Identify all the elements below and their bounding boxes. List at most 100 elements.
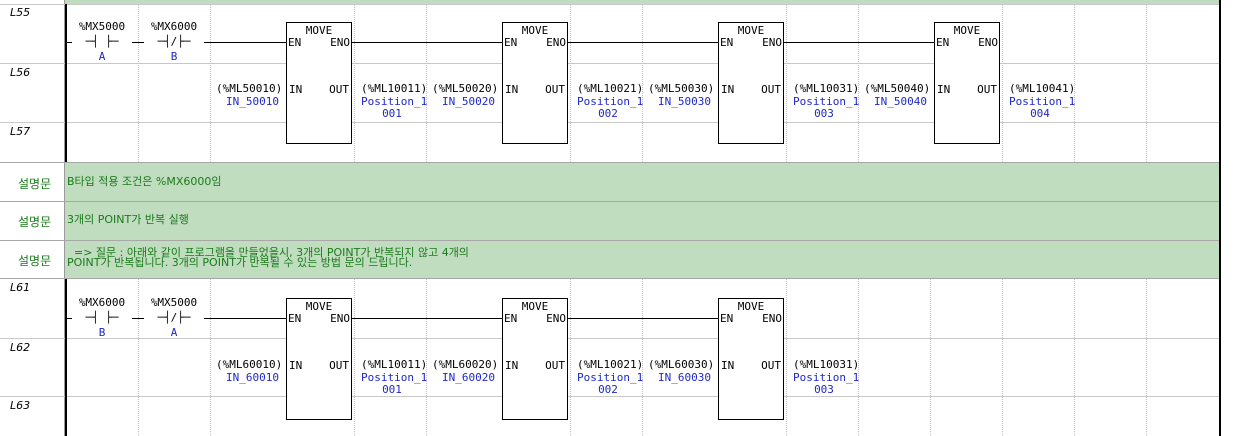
out-pin: OUT	[329, 83, 349, 96]
contact-address: %MX5000	[78, 20, 126, 33]
in-pin: IN	[289, 359, 303, 372]
contact-alias: A	[98, 50, 106, 63]
out-pin: OUT	[977, 83, 997, 96]
left-power-rail	[65, 279, 67, 436]
in-address: (%ML50040)	[864, 82, 931, 95]
block-name: MOVE	[521, 24, 549, 37]
block-name: MOVE	[737, 300, 765, 313]
eno-pin: ENO	[546, 36, 566, 49]
contact-alias: A	[170, 326, 178, 339]
row-separator	[0, 278, 1219, 279]
contact-alias: B	[98, 326, 106, 339]
row-separator	[0, 162, 1219, 163]
row-separator	[0, 4, 1219, 5]
in-pin: IN	[505, 359, 519, 372]
contact-nc-symbol[interactable]: ─┤/├─	[144, 312, 204, 323]
en-pin: EN	[504, 312, 518, 325]
block-name: MOVE	[737, 24, 765, 37]
block-name: MOVE	[305, 24, 333, 37]
out-address: (%ML10031)	[793, 82, 860, 95]
out-address: (%ML10031)	[793, 358, 860, 371]
en-pin: EN	[288, 312, 302, 325]
block-name: MOVE	[305, 300, 333, 313]
out-variable: Position_1	[793, 95, 860, 108]
rung-wire	[783, 42, 934, 43]
line-label-l63: L63	[10, 399, 31, 412]
comment-text[interactable]: => 질문 : 아래와 같이 프로그램을 만들었을시, 3개의 POINT가 반…	[67, 246, 469, 269]
contact-address: %MX5000	[150, 296, 198, 309]
move-block[interactable]: MOVE EN ENO IN OUT	[502, 298, 568, 420]
row-separator	[0, 63, 1219, 64]
in-address: (%ML50010)	[216, 82, 283, 95]
contact-address: %MX6000	[150, 20, 198, 33]
in-variable: IN_60020	[442, 371, 495, 384]
line-label-l56: L56	[10, 66, 31, 79]
line-label-l57: L57	[10, 125, 31, 138]
comment-band-top	[65, 0, 1219, 4]
comment-band	[65, 162, 1219, 278]
eno-pin: ENO	[330, 36, 350, 49]
contact-no-symbol[interactable]: ─┤ ├─	[72, 36, 132, 47]
block-name: MOVE	[521, 300, 549, 313]
out-variable: Position_1	[1009, 95, 1076, 108]
out-address: (%ML10041)	[1009, 82, 1076, 95]
out-address: (%ML10011)	[361, 82, 428, 95]
in-address: (%ML60010)	[216, 358, 283, 371]
comment-text[interactable]: B타입 적용 조건은 %MX6000임	[67, 175, 222, 188]
comment-text[interactable]: 3개의 POINT가 반복 실행	[67, 213, 189, 226]
comment-label: 설명문	[18, 177, 52, 191]
line-label-l61: L61	[10, 281, 31, 294]
out-variable-suffix: 001	[382, 107, 402, 120]
line-label-l55: L55	[10, 6, 31, 19]
contact-address: %MX6000	[78, 296, 126, 309]
en-pin: EN	[720, 312, 734, 325]
row-separator	[0, 240, 1219, 241]
in-variable: IN_60030	[658, 371, 711, 384]
eno-pin: ENO	[762, 312, 782, 325]
line-number-gutter	[0, 0, 65, 436]
move-block[interactable]: MOVE EN ENO IN OUT	[286, 22, 352, 144]
move-block[interactable]: MOVE EN ENO IN OUT	[718, 298, 784, 420]
contact-no-symbol[interactable]: ─┤ ├─	[72, 312, 132, 323]
comment-label: 설명문	[18, 254, 52, 268]
right-power-rail	[1219, 0, 1236, 436]
in-pin: IN	[289, 83, 303, 96]
en-pin: EN	[504, 36, 518, 49]
move-block[interactable]: MOVE EN ENO IN OUT	[934, 22, 1000, 144]
row-separator	[0, 338, 1219, 339]
in-pin: IN	[505, 83, 519, 96]
in-address: (%ML60020)	[432, 358, 499, 371]
line-label-l62: L62	[10, 341, 31, 354]
out-variable: Position_1	[577, 371, 644, 384]
en-pin: EN	[720, 36, 734, 49]
row-separator	[0, 396, 1219, 397]
in-variable: IN_50010	[226, 95, 279, 108]
in-address: (%ML60030)	[648, 358, 715, 371]
contact-nc-symbol[interactable]: ─┤/├─	[144, 36, 204, 47]
rung-wire	[567, 318, 718, 319]
move-block[interactable]: MOVE EN ENO IN OUT	[286, 298, 352, 420]
en-pin: EN	[288, 36, 302, 49]
out-variable: Position_1	[577, 95, 644, 108]
in-variable: IN_50030	[658, 95, 711, 108]
out-variable: Position_1	[361, 371, 428, 384]
in-pin: IN	[721, 83, 735, 96]
row-separator	[0, 201, 1219, 202]
out-variable-suffix: 004	[1030, 107, 1050, 120]
out-pin: OUT	[545, 83, 565, 96]
rung-wire	[351, 318, 502, 319]
out-pin: OUT	[761, 359, 781, 372]
out-variable-suffix: 003	[814, 107, 834, 120]
out-pin: OUT	[545, 359, 565, 372]
out-variable-suffix: 001	[382, 383, 402, 396]
move-block[interactable]: MOVE EN ENO IN OUT	[718, 22, 784, 144]
left-power-rail	[65, 4, 67, 162]
move-block[interactable]: MOVE EN ENO IN OUT	[502, 22, 568, 144]
out-variable: Position_1	[793, 371, 860, 384]
out-variable-suffix: 003	[814, 383, 834, 396]
out-address: (%ML10021)	[577, 358, 644, 371]
in-variable: IN_50020	[442, 95, 495, 108]
row-separator	[0, 122, 1219, 123]
out-pin: OUT	[761, 83, 781, 96]
